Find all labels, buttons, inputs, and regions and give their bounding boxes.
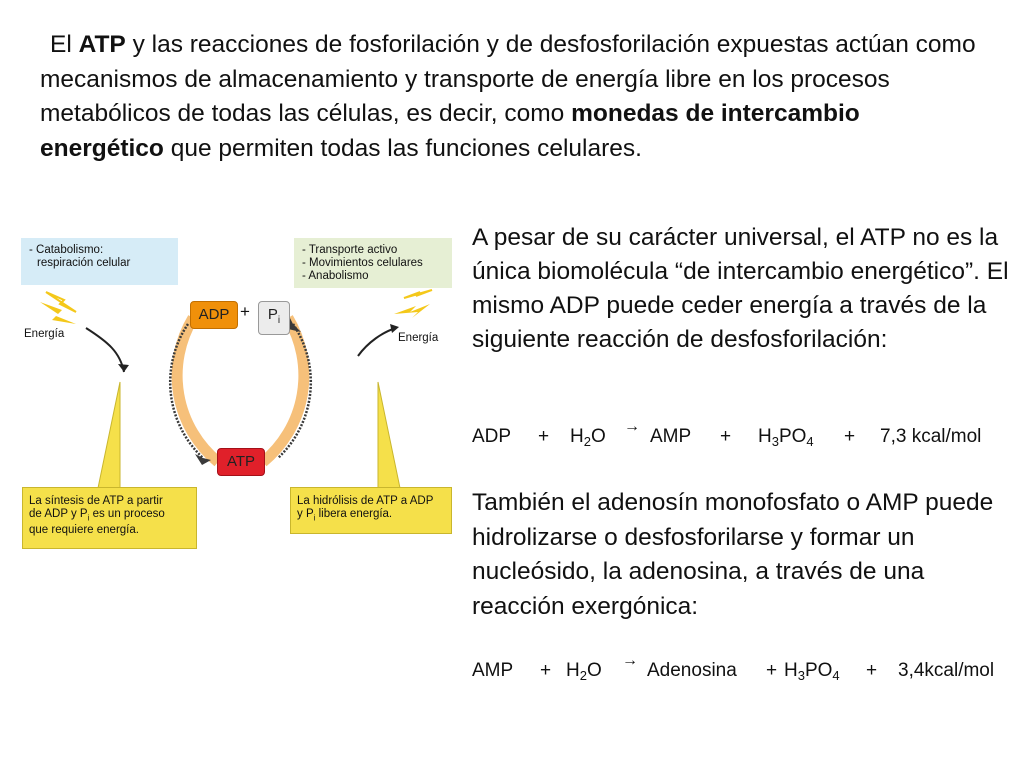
synthesis-pointer xyxy=(97,381,121,489)
eq2-plus-3: + xyxy=(866,660,878,681)
cycle-left-arrow xyxy=(169,323,204,459)
energy-out-arrow xyxy=(357,327,397,357)
transport-line-2: - Movimientos celulares xyxy=(302,257,423,269)
pi-label: P xyxy=(267,306,278,323)
hydrolysis-pointer xyxy=(377,381,401,489)
intro-lead: El xyxy=(50,31,79,58)
transport-line-1: - Transporte activo xyxy=(302,244,398,256)
synthesis-line-1: La síntesis de ATP a partir xyxy=(29,495,163,507)
cycle-right-band xyxy=(259,315,310,467)
intro-paragraph: El ATP y las reacciones de fosforilación… xyxy=(40,28,980,166)
eq1-arrow-icon: → xyxy=(624,418,640,435)
intro-part1: y las reacciones de fosforilación y de d… xyxy=(40,31,976,127)
synthesis-line-3: que requiere energía. xyxy=(29,524,139,537)
eq1-amp: AMP xyxy=(650,426,692,447)
lightning-left-icon xyxy=(40,302,76,324)
intro-atp: ATP xyxy=(78,31,126,58)
energy-right-label: Energía xyxy=(398,332,439,344)
eq1-adp: ADP xyxy=(472,426,512,447)
synthesis-line-2a: de ADP y P xyxy=(29,508,88,520)
amp-paragraph: También el adenosín monofosfato o AMP pu… xyxy=(472,489,994,620)
pi-sub: i xyxy=(277,315,281,326)
hydrolysis-sub: i xyxy=(313,513,316,523)
catabolism-box: - Catabolismo: respiración celular xyxy=(21,238,178,285)
lightning-right-icon xyxy=(394,304,430,318)
synthesis-sub: i xyxy=(87,513,90,523)
equation-adp: ADP + H2O → AMP + H3PO4 + 7,3 kcal/mol xyxy=(472,418,1012,456)
synthesis-note: La síntesis de ATP a partir de ADP y Pi … xyxy=(22,487,197,549)
adp-paragraph: A pesar de su carácter universal, el ATP… xyxy=(472,224,1009,353)
hydrolysis-line-2a: y P xyxy=(297,508,314,520)
intro-bold-phrase: monedas de intercambio energético xyxy=(40,100,860,162)
cycle-right-arrow xyxy=(277,323,312,459)
cycle-left-band xyxy=(171,315,222,467)
equation-amp: AMP + H2O → Adenosina + H3PO4 + 3,4kcal/… xyxy=(472,652,1017,690)
pi-pill: Pi xyxy=(258,301,290,335)
energy-left-label: Energía xyxy=(24,328,65,340)
eq1-plus-2: + xyxy=(720,426,732,447)
hydrolysis-note: La hidrólisis de ATP a ADP y Pi libera e… xyxy=(290,487,452,534)
eq1-water: H2O xyxy=(570,426,606,449)
eq1-energy: 7,3 kcal/mol xyxy=(880,426,982,447)
eq2-phosphoric-acid: H3PO4 xyxy=(784,660,840,683)
eq2-water: H2O xyxy=(566,660,602,683)
catabolism-line-2: respiración celular xyxy=(37,257,131,269)
cycle-graphic xyxy=(40,289,433,489)
transport-box: - Transporte activo - Movimientos celula… xyxy=(294,238,452,288)
atp-cycle-diagram: - Catabolismo: respiración celular - Tra… xyxy=(18,232,458,562)
eq1-phosphoric-acid: H3PO4 xyxy=(758,426,814,449)
eq1-plus-3: + xyxy=(844,426,856,447)
eq2-arrow-icon: → xyxy=(622,652,638,669)
eq2-adenosina: Adenosina xyxy=(647,660,737,681)
catabolism-line-1: - Catabolismo: xyxy=(29,244,104,256)
intro-part2: que permiten todas las funciones celular… xyxy=(163,134,642,162)
eq2-plus-2: + xyxy=(766,660,778,681)
synthesis-line-2b: es un proceso xyxy=(89,508,165,520)
eq2-amp: AMP xyxy=(472,660,514,681)
eq1-plus-1: + xyxy=(538,426,550,447)
energy-in-arrow xyxy=(85,327,125,373)
atp-pill: ATP xyxy=(217,448,265,476)
hydrolysis-line-2b: libera energía. xyxy=(315,508,393,520)
transport-line-3: - Anabolismo xyxy=(302,270,369,282)
adp-pill: ADP xyxy=(190,301,238,329)
hydrolysis-line-1: La hidrólisis de ATP a ADP xyxy=(297,495,434,507)
eq2-energy: 3,4kcal/mol xyxy=(898,660,995,681)
eq2-plus-1: + xyxy=(540,660,552,681)
adp-plus: + xyxy=(240,302,250,321)
